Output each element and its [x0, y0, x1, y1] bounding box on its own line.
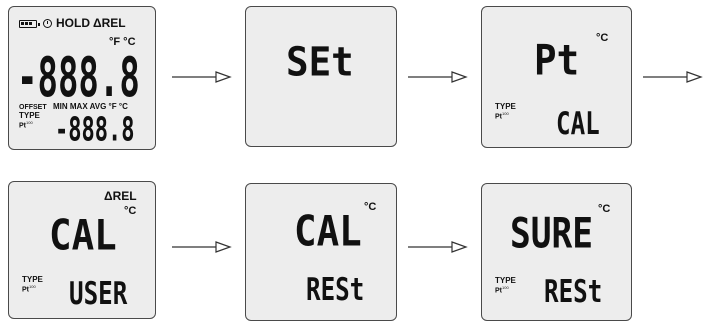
lcd-panel-sure-rest: °C SURE TYPE Pt100 RESt [481, 183, 632, 321]
right-arrow-icon [408, 71, 468, 83]
sub-digits: -888.8 [55, 112, 135, 150]
minmax-indicator: MIN MAX AVG °F °C [53, 102, 128, 111]
main-digits: SEt [286, 38, 354, 87]
rel-indicator: ΔREL [104, 189, 137, 203]
sensor-type-label: Pt100 [19, 120, 33, 130]
main-digits: CAL [294, 207, 362, 257]
rel-indicator: ΔREL [93, 16, 126, 30]
type-label: TYPE [22, 275, 43, 284]
type-label: TYPE [495, 276, 516, 285]
lcd-panel-cal-rest: °C CAL RESt [245, 183, 397, 321]
main-digits: CAL [49, 211, 117, 261]
main-digits: Pt [534, 36, 580, 86]
offset-indicator: OFFSET [19, 104, 47, 111]
main-digits: -888.8 [17, 46, 140, 111]
right-arrow-icon [172, 71, 232, 83]
sensor-type-label: Pt100 [22, 284, 36, 294]
type-label: TYPE [495, 102, 516, 111]
sub-digits: USER [69, 277, 128, 313]
unit-indicator: °C [364, 201, 377, 213]
unit-indicator: °C [596, 32, 609, 44]
sensor-type-label: Pt100 [495, 111, 509, 121]
unit-indicator: °C [598, 203, 611, 215]
lcd-panel-set: SEt [245, 6, 397, 147]
clock-icon [43, 19, 52, 28]
right-arrow-icon [408, 241, 468, 253]
sub-digits: RESt [544, 275, 603, 311]
right-arrow-icon [643, 71, 703, 83]
lcd-panel-all-segments: HOLD ΔREL °F °C -888.8 OFFSET TYPE Pt100… [8, 6, 156, 150]
sensor-type-label: Pt100 [495, 285, 509, 295]
lcd-panel-pt-cal: °C Pt TYPE Pt100 CAL [481, 6, 632, 148]
right-arrow-icon [172, 241, 232, 253]
hold-indicator: HOLD [56, 16, 90, 30]
unit-indicator: °C [124, 205, 137, 217]
type-label: TYPE [19, 111, 40, 120]
lcd-panel-cal-user: ΔREL °C CAL TYPE Pt100 USER [8, 181, 156, 319]
main-digits: SURE [510, 209, 594, 259]
sub-digits: CAL [556, 107, 600, 143]
battery-icon [19, 20, 40, 28]
sub-digits: RESt [306, 273, 365, 309]
unit-indicator: °F °C [109, 36, 136, 48]
